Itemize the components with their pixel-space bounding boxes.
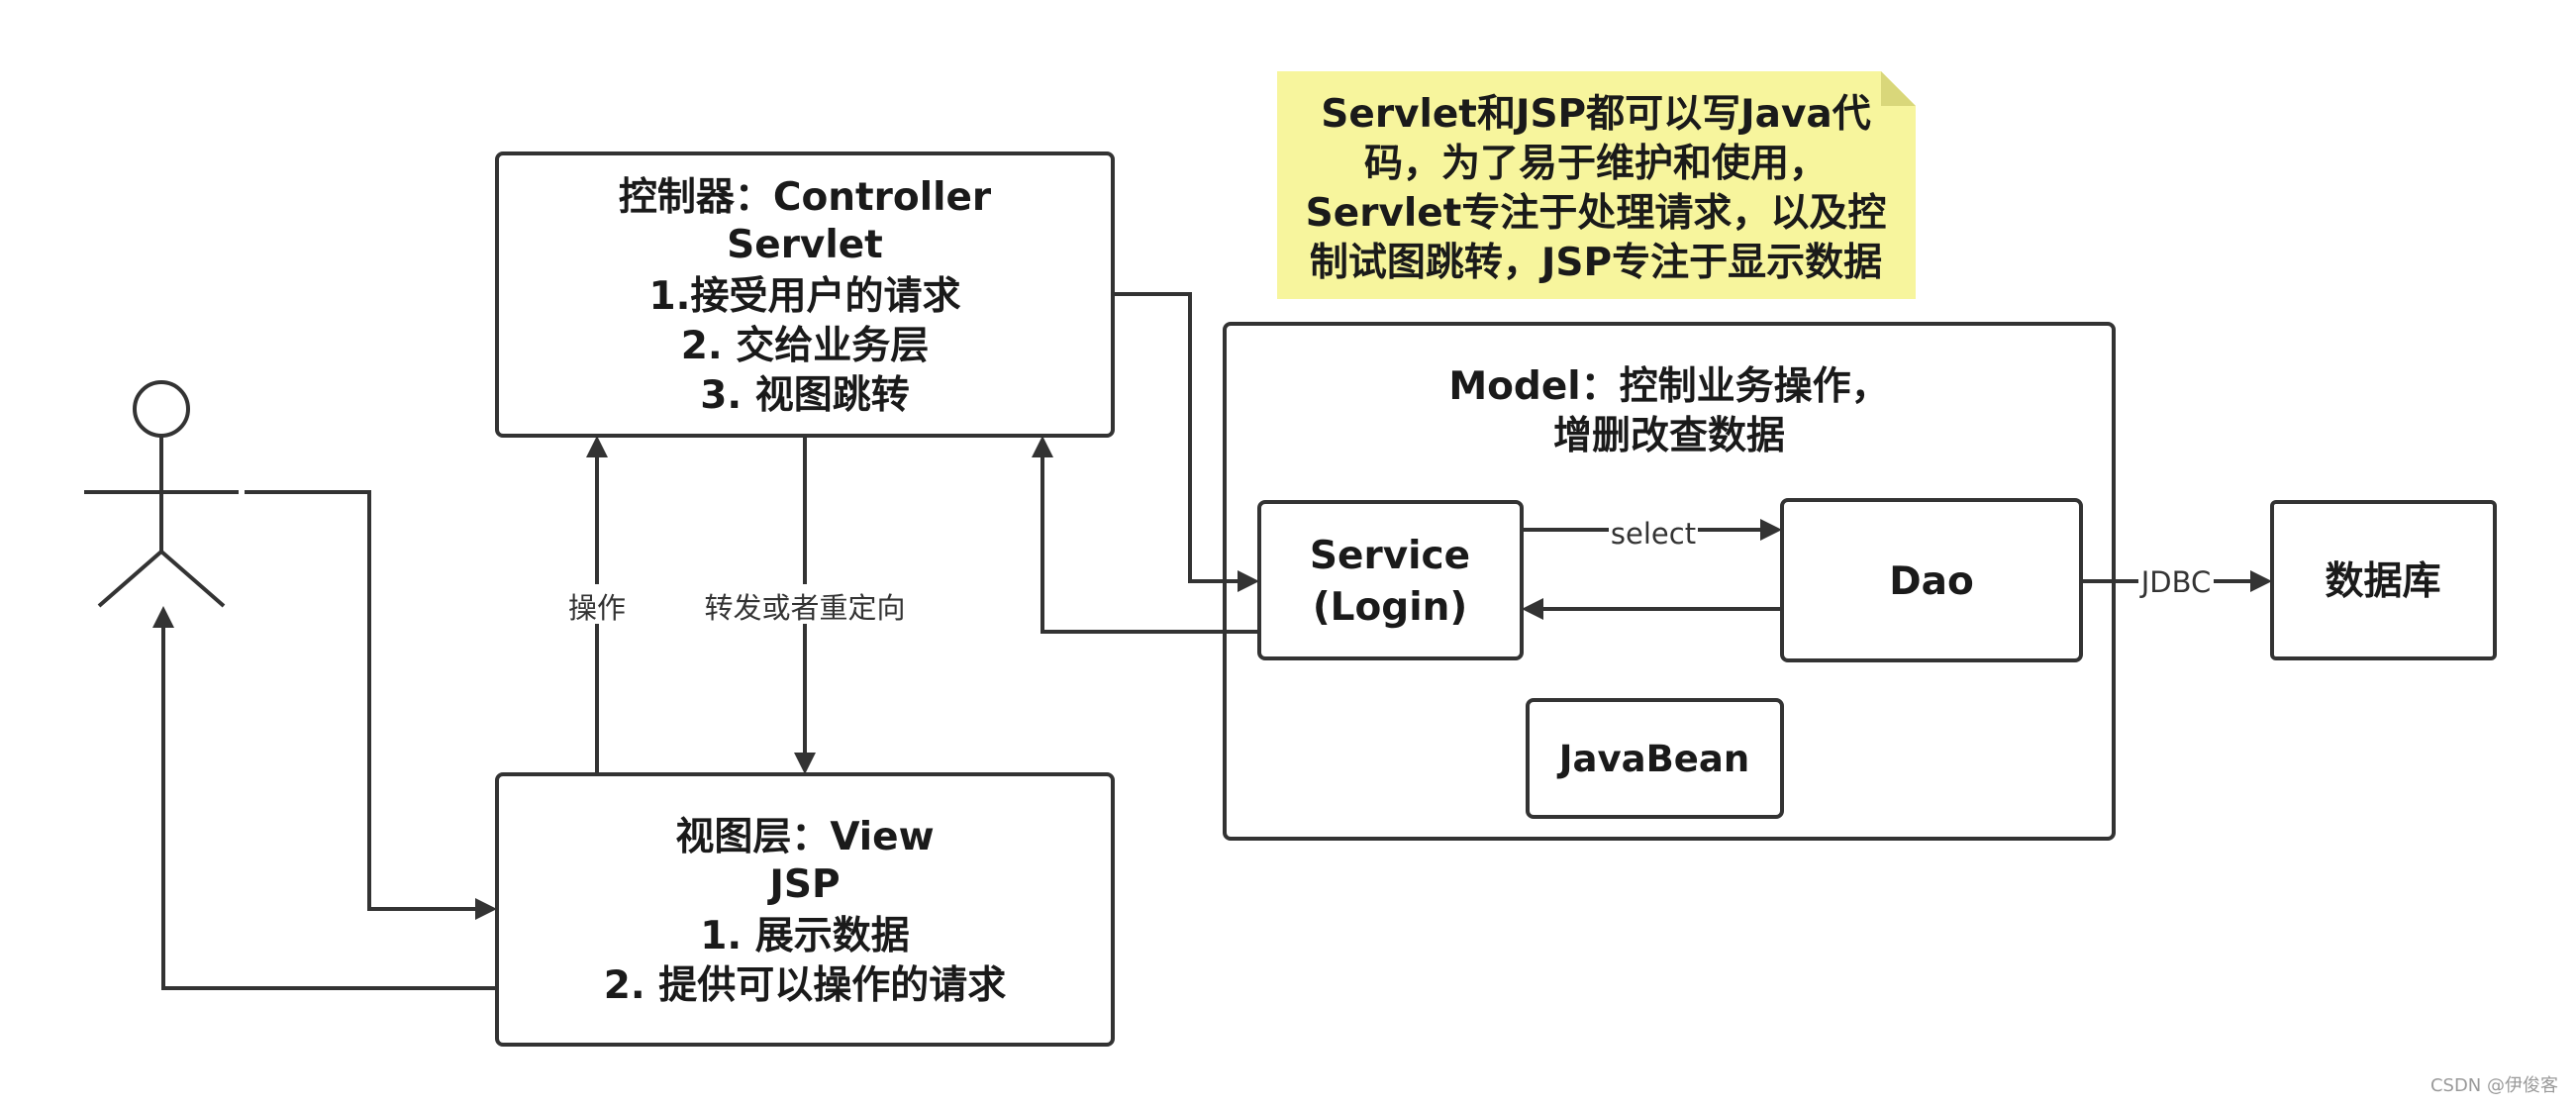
javabean-box: JavaBean xyxy=(1526,698,1784,819)
service-line-2: (Login) xyxy=(1313,585,1467,630)
edge-controller-to-view: 转发或者重定向 xyxy=(703,436,907,774)
javabean-label: JavaBean xyxy=(1556,738,1749,780)
controller-line-3: 1.接受用户的请求 xyxy=(649,274,961,319)
user-actor xyxy=(84,380,239,608)
database-label: 数据库 xyxy=(2325,559,2440,604)
controller-box: 控制器：Controller Servlet 1.接受用户的请求 2. 交给业务… xyxy=(495,151,1115,438)
operate-label: 操作 xyxy=(568,591,626,625)
operate-label-bg xyxy=(564,584,630,624)
arrow-user-to-view xyxy=(475,898,497,920)
actor-head xyxy=(133,380,190,438)
arrow-controller-to-service xyxy=(1238,570,1259,592)
note: Servlet和JSP都可以写Java代 码，为了易于维护和使用， Servle… xyxy=(1277,71,1916,299)
model-line-2: 增删改查数据 xyxy=(1553,414,1785,458)
arrow-controller-to-view xyxy=(794,753,816,774)
arrow-dao-to-database xyxy=(2250,570,2272,592)
service-box: Service (Login) xyxy=(1257,500,1524,660)
actor-leg-right xyxy=(159,550,226,608)
dao-label: Dao xyxy=(1889,559,1973,604)
actor-leg-left xyxy=(97,550,163,608)
arrow-view-to-controller xyxy=(586,436,608,457)
edge-view-to-user xyxy=(152,606,497,990)
note-body xyxy=(1277,71,1916,299)
view-line-2: JSP xyxy=(766,862,840,907)
edge-dao-to-service xyxy=(1522,598,1782,620)
arrow-view-to-user xyxy=(152,606,174,628)
note-fold xyxy=(1881,71,1916,106)
forward-label-bg xyxy=(703,584,907,624)
jdbc-label-bg xyxy=(2138,562,2214,598)
dao-box: Dao xyxy=(1780,498,2083,662)
edge-controller-to-service xyxy=(1113,292,1259,592)
controller-line-1: 控制器：Controller xyxy=(619,175,992,220)
controller-line-4: 2. 交给业务层 xyxy=(681,324,930,368)
view-line-4: 2. 提供可以操作的请求 xyxy=(604,963,1007,1008)
edge-user-to-view xyxy=(245,490,497,920)
watermark: CSDN @伊俊客 xyxy=(2429,1075,2558,1096)
arrow-dao-to-service xyxy=(1522,598,1543,620)
view-line-1: 视图层：View xyxy=(675,815,934,859)
edge-service-to-dao: select xyxy=(1522,513,1782,551)
model-box: Model：控制业务操作， 增删改查数据 xyxy=(1223,322,2116,841)
model-line-1: Model：控制业务操作， xyxy=(1448,364,1889,409)
arrow-service-to-controller xyxy=(1032,436,1053,457)
arrow-service-to-dao xyxy=(1760,519,1782,541)
view-box: 视图层：View JSP 1. 展示数据 2. 提供可以操作的请求 xyxy=(495,772,1115,1047)
note-line-1: Servlet和JSP都可以写Java代 xyxy=(1321,92,1870,137)
view-line-3: 1. 展示数据 xyxy=(700,914,910,958)
database-box: 数据库 xyxy=(2270,500,2497,660)
note-line-4: 制试图跳转，JSP专注于显示数据 xyxy=(1310,241,1882,285)
note-line-2: 码，为了易于维护和使用， xyxy=(1364,142,1828,186)
jdbc-label: JDBC xyxy=(2139,565,2212,599)
select-label-bg xyxy=(1609,513,1698,549)
controller-line-5: 3. 视图跳转 xyxy=(700,373,910,418)
note-line-3: Servlet专注于处理请求，以及控 xyxy=(1306,191,1887,236)
edge-view-to-controller: 操作 xyxy=(564,436,630,774)
forward-redirect-label: 转发或者重定向 xyxy=(704,591,905,625)
service-line-1: Service xyxy=(1310,534,1470,578)
controller-line-2: Servlet xyxy=(727,223,883,267)
edge-service-to-controller xyxy=(1032,436,1259,634)
select-label: select xyxy=(1611,517,1696,551)
edge-dao-to-database: JDBC xyxy=(2081,562,2272,599)
